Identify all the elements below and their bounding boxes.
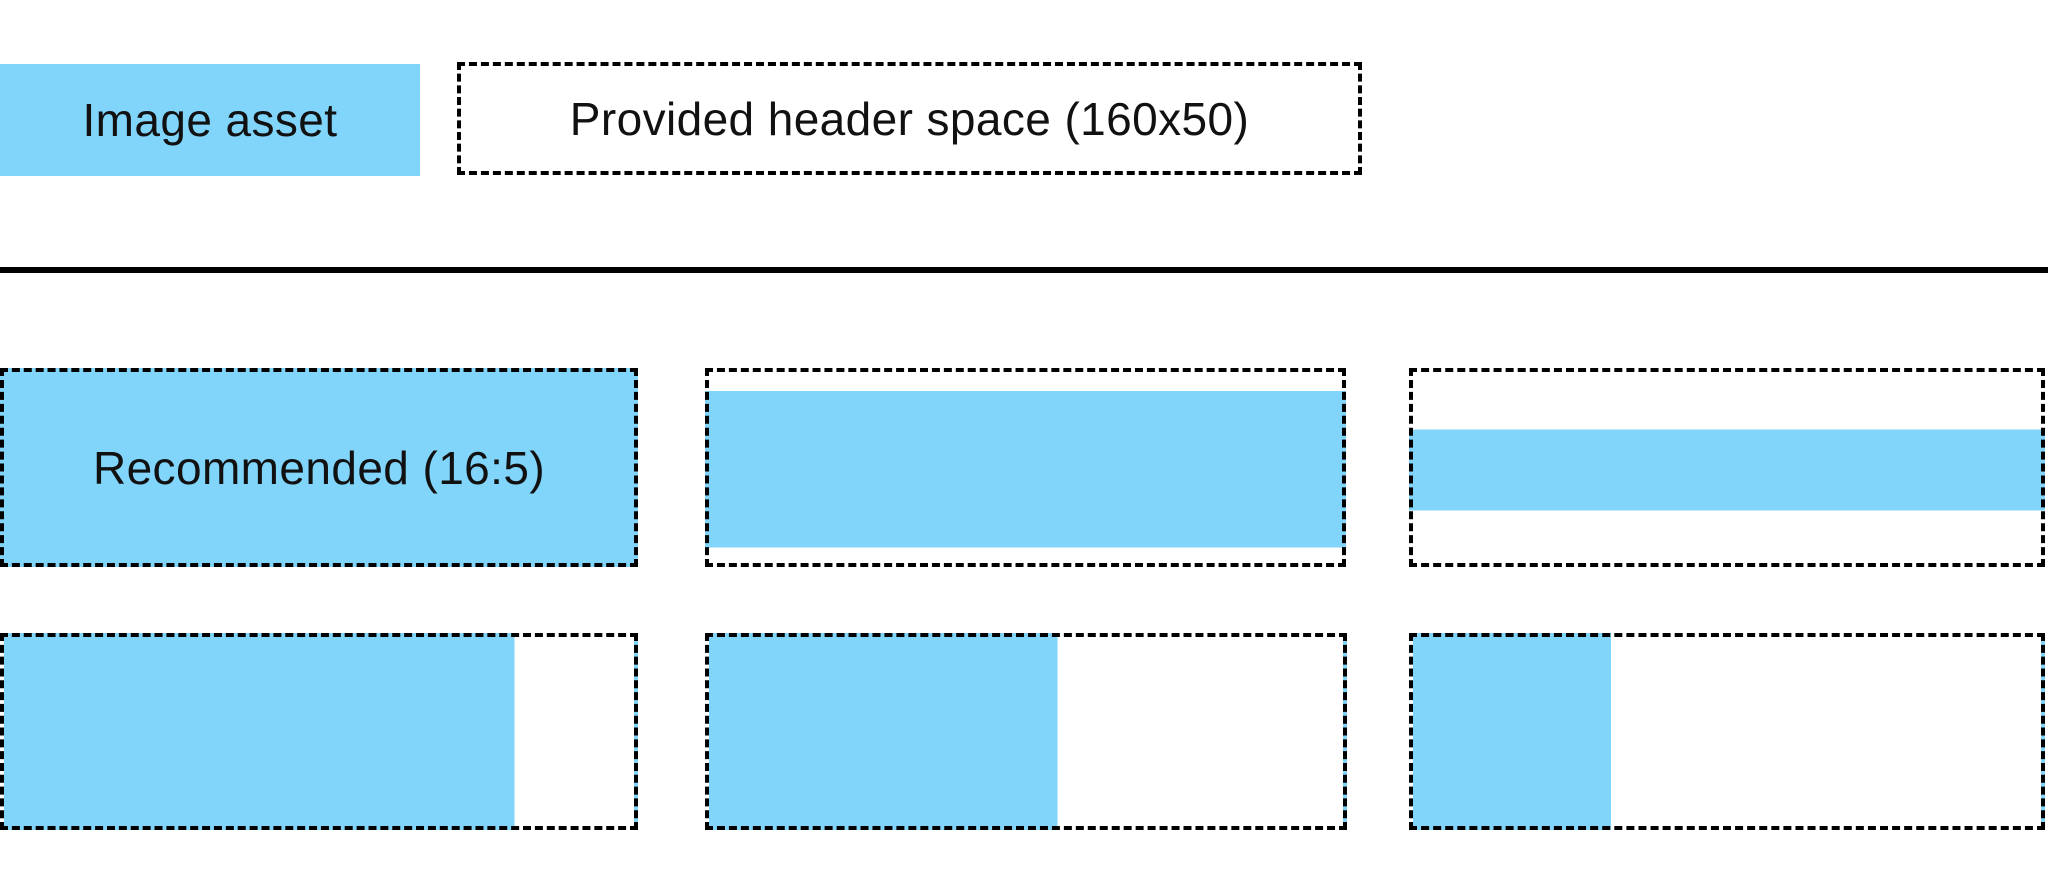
example-partial-width-wide [0, 633, 638, 830]
legend-header-space-label: Provided header space (160x50) [569, 92, 1250, 145]
example-full-width-shorter [705, 368, 1346, 567]
example-thin-horizontal-strip [1409, 368, 2045, 567]
example-partial-width-medium [705, 633, 1347, 830]
legend-image-asset-label: Image asset [82, 94, 338, 146]
example-recommended-label: Recommended (16:5) [92, 441, 546, 494]
example-recommended-16-5: Recommended (16:5) [0, 368, 638, 567]
example-partial-width-narrow [1409, 633, 2045, 830]
section-divider [0, 267, 2048, 273]
legend-header-space-box: Provided header space (160x50) [457, 62, 1362, 175]
legend-image-asset-swatch: Image asset [0, 64, 420, 176]
